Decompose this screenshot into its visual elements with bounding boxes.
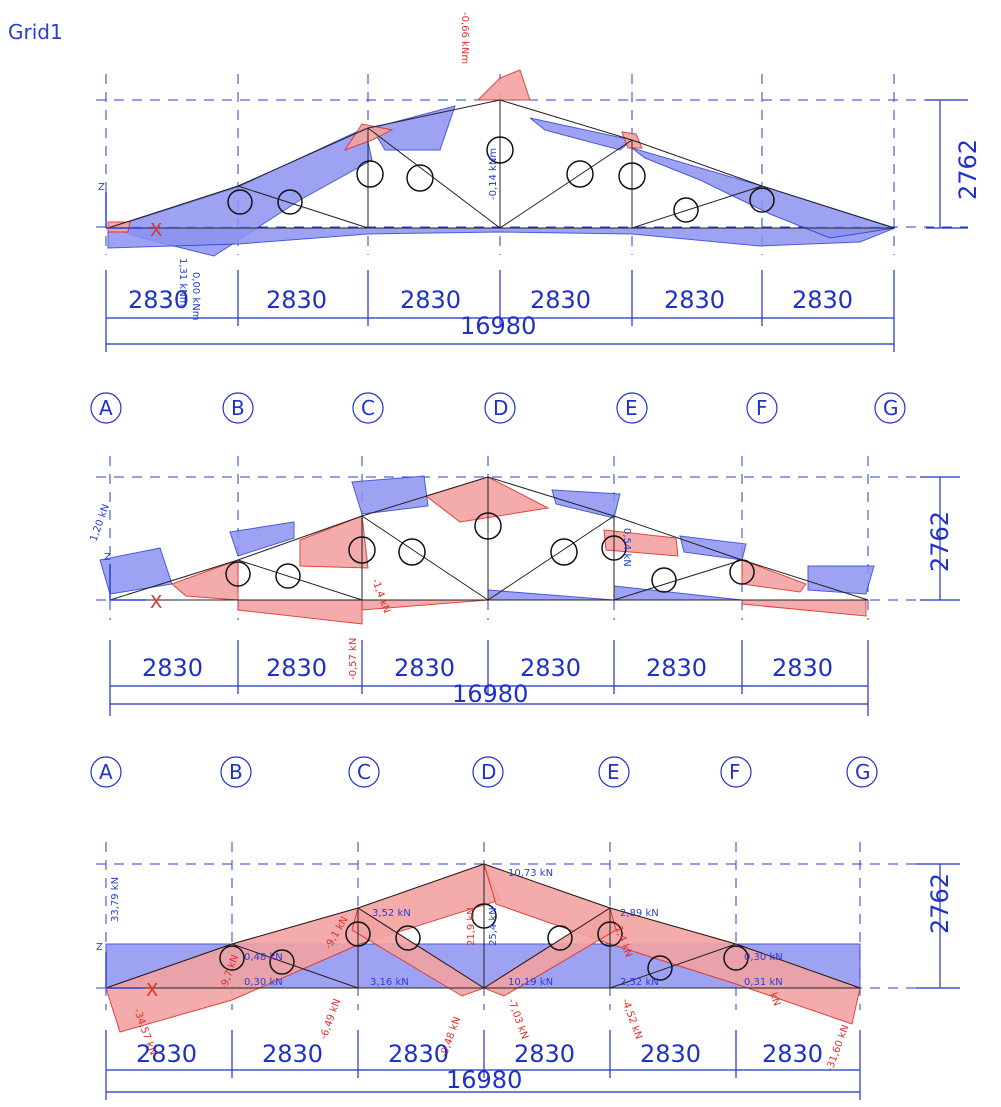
axial-label: kN (767, 991, 782, 1007)
shear-fill (551, 489, 621, 519)
grid-label: F (729, 760, 741, 784)
z-axis-label: Z (96, 942, 103, 953)
moment-label-left2: 0,00 kNm (190, 272, 201, 320)
span-dim: 2830 (400, 286, 461, 314)
span-dim: 2830 (388, 1040, 449, 1068)
grid-label: D (493, 396, 508, 420)
grid-label: G (883, 396, 899, 420)
shear-label-e: 0,54 kN (621, 528, 632, 567)
span-dim: 2830 (262, 1040, 323, 1068)
x-axis-label: X (146, 980, 158, 1001)
grid-label: C (357, 760, 371, 784)
span-dim: 2830 (520, 654, 581, 682)
shear-fill (741, 559, 807, 593)
span-dim: 2830 (266, 286, 327, 314)
axial-label: 10,73 kN (508, 868, 553, 879)
total-span-dim: 16980 (460, 312, 536, 340)
span-dims-3: 2830 2830 2830 2830 2830 2830 (136, 1040, 823, 1068)
total-span-dim: 16980 (452, 680, 528, 708)
axial-label: 0,30 kN (244, 977, 283, 988)
grid-label: E (625, 396, 638, 420)
axial-label: 0,30 kN (744, 952, 783, 963)
shear-fill (613, 585, 743, 601)
span-dim: 2830 (664, 286, 725, 314)
moment-fill-right-rafter (631, 147, 896, 239)
total-span-dim: 16980 (446, 1066, 522, 1094)
axial-label: 2,89 kN (620, 908, 659, 919)
span-dim: 2830 (640, 1040, 701, 1068)
axial-label: 0,48 kN (244, 952, 283, 963)
panel-axial: Z X 33,79 kN 10,73 kN 3,52 kN 2,89 kN 0,… (96, 842, 960, 1100)
span-dim: 2830 (394, 654, 455, 682)
grid-label: G (855, 760, 871, 784)
z-axis-label: Z (98, 182, 105, 193)
grid-bubbles-1 (90, 392, 906, 424)
page-title: Grid1 (8, 20, 63, 44)
panel-shear: Z X 1,20 kN -1,4 kN -0,57 kN 0,54 kN 283… (88, 456, 960, 716)
span-dim: 2830 (762, 1040, 823, 1068)
shear-fill (679, 535, 747, 561)
x-axis-label: X (150, 592, 162, 613)
x-axis-label: X (150, 220, 162, 241)
shear-fill (424, 476, 550, 523)
shear-label-c2: -0,57 kN (348, 638, 359, 680)
moment-fill-bottom (107, 227, 896, 249)
height-dim: 2762 (926, 511, 954, 572)
axial-label: 0,31 kN (744, 977, 783, 988)
axial-label: -7,03 kN (505, 997, 530, 1041)
span-dim: 2830 (128, 286, 189, 314)
grid-label: F (756, 396, 768, 420)
moment-label-top: -0,66 kNm (459, 12, 470, 64)
shear-fill (237, 599, 363, 625)
span-dim: 2830 (136, 1040, 197, 1068)
axial-label: 33,79 kN (110, 877, 121, 922)
grid-label: A (99, 396, 113, 420)
shear-fill (603, 529, 679, 557)
axial-label: -4,52 kN (619, 997, 644, 1041)
axial-label: -6,49 kN (318, 997, 343, 1041)
shear-fill (807, 565, 875, 595)
grid-label: A (99, 760, 113, 784)
z-axis-label: Z (104, 552, 111, 563)
span-dim: 2830 (142, 654, 203, 682)
shear-fill (741, 599, 867, 617)
grid-label: E (607, 760, 620, 784)
moment-label-mid: -0,14 kNm (488, 148, 499, 200)
shear-label-left: 1,20 kN (88, 503, 112, 543)
grid-bubbles-2 (90, 756, 878, 788)
axial-label: 3,52 kN (372, 908, 411, 919)
span-dim: 2830 (266, 654, 327, 682)
moment-label-left: 1,31 kNm (177, 258, 188, 306)
shear-fill (229, 521, 295, 557)
span-dim: 2830 (792, 286, 853, 314)
axial-label: 21,9 kN (466, 907, 477, 946)
grid-label: B (231, 396, 245, 420)
axial-label: 3,16 kN (370, 977, 409, 988)
grid-label: C (361, 396, 375, 420)
moment-fill-upper-right (529, 117, 634, 151)
height-dim: 2762 (954, 139, 982, 200)
height-dim: 2762 (926, 873, 954, 934)
shear-fill (299, 515, 369, 569)
shear-fill (487, 589, 615, 601)
moment-fill-upper-left (371, 105, 456, 151)
axial-label: 25,4 kN (488, 907, 499, 946)
span-dim: 2830 (646, 654, 707, 682)
moment-fill-peak (476, 69, 531, 101)
span-dims-2: 2830 2830 2830 2830 2830 2830 (142, 654, 833, 682)
axial-label: -31,60 kN (824, 1024, 851, 1074)
span-dim: 2830 (530, 286, 591, 314)
span-dim: 2830 (772, 654, 833, 682)
panel-moment: Z X -0,66 kNm -0,14 kNm 1,31 kNm 0,00 kN… (96, 12, 982, 352)
shear-fill (351, 475, 429, 515)
axial-label: 2,52 kN (620, 977, 659, 988)
grid-label: D (481, 760, 496, 784)
axial-label: 10,19 kN (508, 977, 553, 988)
grid-label: B (229, 760, 243, 784)
span-dim: 2830 (514, 1040, 575, 1068)
span-dims-1: 2830 2830 2830 2830 2830 2830 (128, 286, 853, 314)
